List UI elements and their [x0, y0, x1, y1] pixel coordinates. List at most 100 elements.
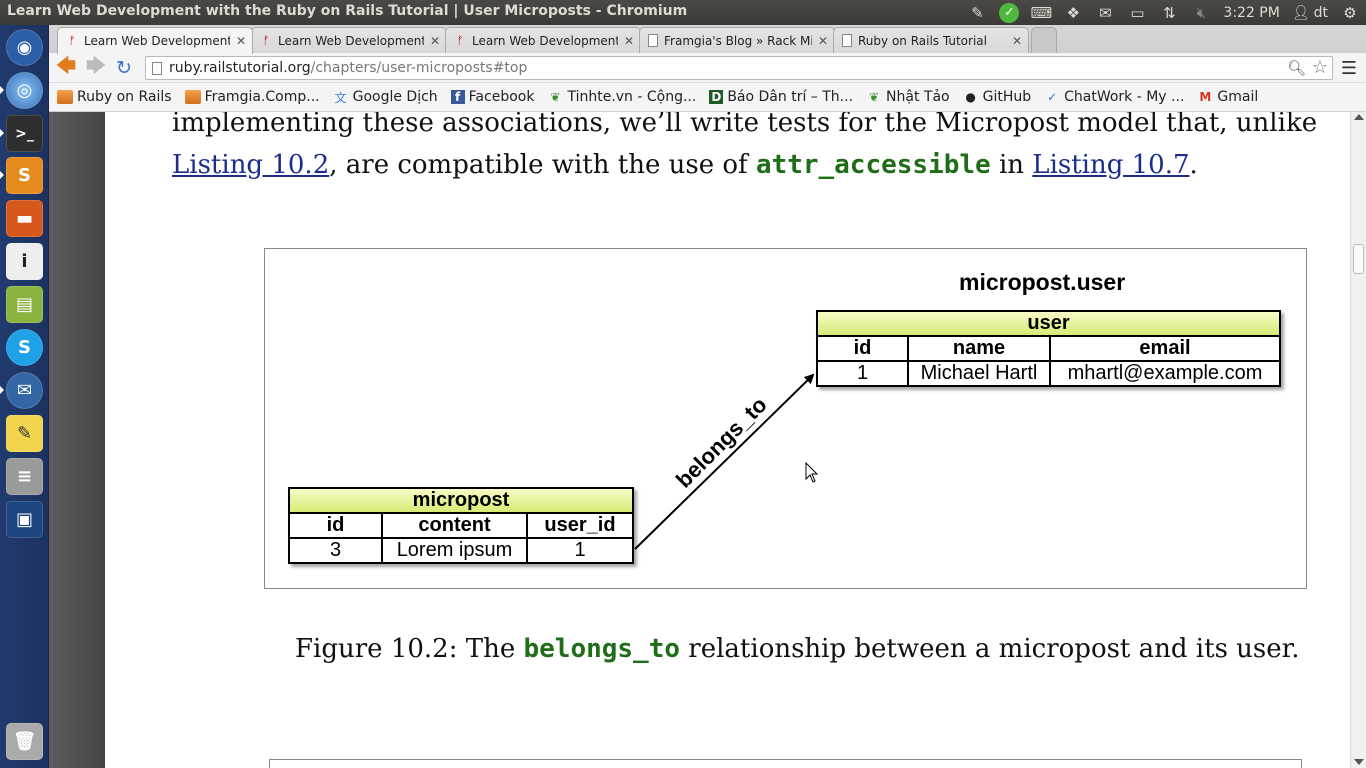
dash-home-icon[interactable]: ◉ [6, 29, 43, 66]
user-table-name: user [816, 310, 1281, 337]
micropost-cell-user-id: 1 [526, 537, 634, 564]
nhattao-icon: ❦ [869, 90, 880, 104]
micropost-table-name: micropost [288, 487, 634, 514]
user-col-id: id [816, 335, 909, 362]
mail-icon[interactable]: ✉ [1099, 3, 1112, 22]
notes-app-icon[interactable]: ▤ [6, 286, 43, 323]
listing-10-7-link[interactable]: Listing 10.7 [1032, 150, 1190, 180]
chromium-icon[interactable]: ◎ [6, 72, 43, 109]
bookmark-framgia[interactable]: Framgia.Comp... [184, 89, 320, 105]
tab-4[interactable]: Framgia's Blog » Rack Mid ✕ [639, 27, 835, 53]
google-translate-icon: 文 [334, 90, 347, 105]
update-check-icon[interactable]: ✓ [999, 2, 1020, 23]
page-favicon-icon [842, 34, 852, 47]
system-tray: ✎ ✓ ⌨ ❖ ✉ ▭ ⇅ 🔇︎ 3:22 PM 👤︎dt ⚙ [967, 0, 1360, 25]
trash-icon[interactable]: 🗑︎ [6, 723, 43, 760]
launcher: ◉ ◎ >_ S ▬ i ▤ S ✉ ✎ ≡ ▣ 🗑︎ [0, 25, 49, 768]
menu-icon[interactable]: ☰ [1340, 58, 1357, 79]
tab-5[interactable]: Ruby on Rails Tutorial ✕ [833, 27, 1029, 53]
user-icon: 👤︎ [1291, 4, 1310, 21]
browser-toolbar: 🡄︎ 🡆︎ ↻ ruby.railstutorial.org/chapters/… [49, 53, 1366, 83]
url-host: ruby.railstutorial.org [169, 60, 311, 76]
tab-close-icon[interactable]: ✕ [623, 33, 634, 48]
tab-close-icon[interactable]: ✕ [429, 33, 440, 48]
tab-strip: ᚠ Learn Web Development ✕ ᚠ Learn Web De… [49, 25, 1366, 54]
files-icon[interactable]: ▬ [6, 200, 43, 237]
workspace-switcher-icon[interactable]: ▣ [6, 501, 43, 538]
tab-close-icon[interactable]: ✕ [817, 33, 828, 48]
tab-close-icon[interactable]: ✕ [1011, 33, 1022, 48]
scrollbar-thumb[interactable] [1353, 244, 1364, 274]
bookmark-ruby-on-rails[interactable]: Ruby on Rails [57, 89, 172, 105]
skype-icon[interactable]: S [6, 329, 43, 366]
keyboard-icon[interactable]: ⌨ [1030, 3, 1053, 22]
user-col-name: name [907, 335, 1051, 362]
sublime-text-icon[interactable]: S [6, 157, 43, 194]
tab-1[interactable]: ᚠ Learn Web Development ✕ [57, 27, 253, 54]
micropost-cell-id: 3 [288, 537, 383, 564]
thunderbird-icon[interactable]: ✉ [6, 372, 43, 409]
listing-10-2-link[interactable]: Listing 10.2 [172, 150, 330, 180]
info-icon[interactable]: i [6, 243, 43, 280]
battery-icon[interactable]: ▭ [1130, 3, 1145, 22]
belongs-to-code: belongs_to [523, 634, 681, 664]
user-cell-name: Michael Hartl [907, 360, 1051, 387]
paragraph-line-2: Listing 10.2, are compatible with the us… [172, 150, 1198, 180]
database-icon[interactable]: ≡ [6, 458, 43, 495]
back-arrow-icon[interactable]: 🡄︎ [55, 53, 77, 77]
page-icon [152, 61, 162, 75]
network-icon[interactable]: ⇅ [1163, 3, 1176, 22]
scroll-up-icon[interactable] [1354, 114, 1364, 120]
tab-2[interactable]: ᚠ Learn Web Development ✕ [251, 27, 447, 53]
clock[interactable]: 3:22 PM [1223, 4, 1280, 21]
rails-favicon-icon: ᚠ [456, 33, 464, 47]
address-bar[interactable]: ruby.railstutorial.org/chapters/user-mic… [145, 56, 1333, 80]
browser-chrome: ᚠ Learn Web Development ✕ ᚠ Learn Web De… [49, 25, 1366, 112]
bookmark-nhattao[interactable]: ❦Nhật Tảo [866, 89, 950, 105]
bookmark-github[interactable]: ●GitHub [963, 89, 1031, 105]
tab-3[interactable]: ᚠ Learn Web Development ✕ [445, 27, 641, 53]
chatwork-icon: ✓ [1047, 90, 1058, 104]
dropbox-icon[interactable]: ❖ [1066, 3, 1081, 22]
micropost-col-id: id [288, 512, 383, 539]
window-shadow [49, 25, 105, 768]
folder-icon [184, 90, 201, 104]
micropost-table: micropost id content user_id 3 Lorem ips… [288, 487, 634, 564]
bookmark-star-icon[interactable]: ☆ [1311, 57, 1328, 78]
facebook-icon: f [450, 90, 465, 104]
url-path: /chapters/user-microposts#top [310, 60, 528, 76]
user-table: user id name email 1 Michael Hartl mhart… [816, 310, 1281, 387]
page-favicon-icon [648, 34, 658, 47]
terminal-icon[interactable]: >_ [6, 115, 43, 152]
volume-muted-icon[interactable]: 🔇︎ [1196, 3, 1207, 22]
top-panel: Learn Web Development with the Ruby on R… [0, 0, 1366, 25]
bookmark-chatwork[interactable]: ✓ChatWork - My ... [1044, 89, 1184, 105]
reload-icon[interactable]: ↻ [116, 57, 132, 79]
gmail-icon: M [1199, 90, 1212, 104]
arrow-label: belongs_to [671, 392, 772, 493]
bookmark-tinhte[interactable]: ❦Tinhte.vn - Cộng... [547, 89, 696, 105]
mouse-cursor-icon [805, 462, 819, 483]
page-content: implementing these associations, we’ll w… [105, 112, 1350, 768]
attr-accessible-code: attr_accessible [755, 150, 991, 180]
rails-favicon-icon: ᚠ [262, 33, 270, 47]
page-scrollbar[interactable] [1350, 112, 1366, 768]
micropost-col-content: content [381, 512, 528, 539]
paragraph-line-1: implementing these associations, we’ll w… [172, 112, 1318, 138]
new-tab-button[interactable] [1031, 27, 1057, 53]
forward-arrow-icon[interactable]: 🡆︎ [85, 53, 107, 77]
power-gear-icon[interactable]: ⚙ [1343, 3, 1357, 22]
notes-icon[interactable]: ✎ [971, 3, 984, 22]
scroll-down-icon[interactable] [1354, 759, 1364, 765]
tab-close-icon[interactable]: ✕ [235, 34, 246, 48]
user-menu[interactable]: 👤︎dt [1291, 4, 1328, 21]
user-cell-id: 1 [816, 360, 909, 387]
text-editor-icon[interactable]: ✎ [6, 415, 43, 452]
zoom-icon[interactable]: 🔍︎ [1286, 59, 1306, 77]
dantri-icon: D [709, 90, 724, 104]
